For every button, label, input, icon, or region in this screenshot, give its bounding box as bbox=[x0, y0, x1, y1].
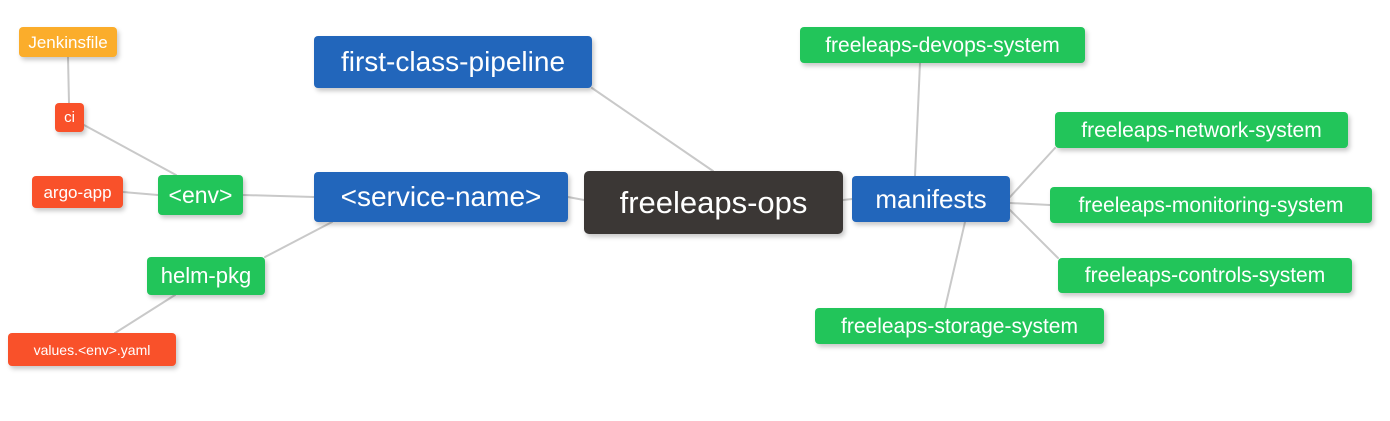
node-label: <env> bbox=[168, 181, 233, 208]
edge-pipeline-to-root bbox=[591, 87, 714, 172]
node-label: freeleaps-controls-system bbox=[1084, 264, 1326, 287]
node-label: argo-app bbox=[43, 182, 112, 202]
node-label: freeleaps-devops-system bbox=[825, 33, 1060, 57]
node-argo-app[interactable]: argo-app bbox=[32, 176, 123, 208]
node-manifests[interactable]: manifests bbox=[852, 176, 1010, 222]
edge-values-to-helm bbox=[114, 294, 176, 334]
edge-jenkinsfile-to-ci bbox=[67, 56, 70, 104]
node-freeleaps-monitoring-system[interactable]: freeleaps-monitoring-system bbox=[1050, 187, 1372, 223]
node-label: first-class-pipeline bbox=[340, 46, 566, 77]
node-label: freeleaps-storage-system bbox=[841, 314, 1078, 338]
node-label: manifests bbox=[875, 184, 987, 214]
edge-env-to-service bbox=[242, 194, 315, 198]
node-helm-pkg[interactable]: helm-pkg bbox=[147, 257, 265, 295]
node-label: freeleaps-network-system bbox=[1081, 118, 1322, 142]
edge-monitoring-to-manifests bbox=[1009, 202, 1051, 206]
node-values-yaml[interactable]: values.<env>.yaml bbox=[8, 333, 176, 366]
edge-service-to-root bbox=[567, 196, 585, 201]
edge-root-to-manifests bbox=[842, 198, 853, 201]
node-env[interactable]: <env> bbox=[158, 175, 243, 215]
node-freeleaps-devops-system[interactable]: freeleaps-devops-system bbox=[800, 27, 1085, 63]
node-freeleaps-storage-system[interactable]: freeleaps-storage-system bbox=[815, 308, 1104, 344]
node-label: values.<env>.yaml bbox=[33, 341, 151, 358]
node-first-class-pipeline[interactable]: first-class-pipeline bbox=[314, 36, 592, 88]
edge-helm-to-service bbox=[264, 221, 333, 258]
node-root-freeleaps-ops[interactable]: freeleaps-ops bbox=[584, 171, 843, 234]
node-label: <service-name> bbox=[340, 181, 542, 212]
edge-network-to-manifests bbox=[1009, 147, 1056, 198]
node-service-name[interactable]: <service-name> bbox=[314, 172, 568, 222]
node-label: helm-pkg bbox=[160, 263, 252, 288]
edge-ci-to-env bbox=[83, 124, 177, 176]
node-label: freeleaps-ops bbox=[619, 185, 808, 220]
node-freeleaps-controls-system[interactable]: freeleaps-controls-system bbox=[1058, 258, 1352, 293]
node-label: ci bbox=[64, 109, 75, 126]
edge-devops-to-manifests bbox=[914, 62, 921, 177]
node-ci[interactable]: ci bbox=[55, 103, 84, 132]
node-freeleaps-network-system[interactable]: freeleaps-network-system bbox=[1055, 112, 1348, 148]
edge-storage-to-manifests bbox=[944, 221, 966, 309]
node-label: freeleaps-monitoring-system bbox=[1078, 193, 1344, 217]
edge-argo-to-env bbox=[122, 191, 159, 196]
node-label: Jenkinsfile bbox=[28, 32, 108, 52]
node-jenkinsfile[interactable]: Jenkinsfile bbox=[19, 27, 117, 57]
